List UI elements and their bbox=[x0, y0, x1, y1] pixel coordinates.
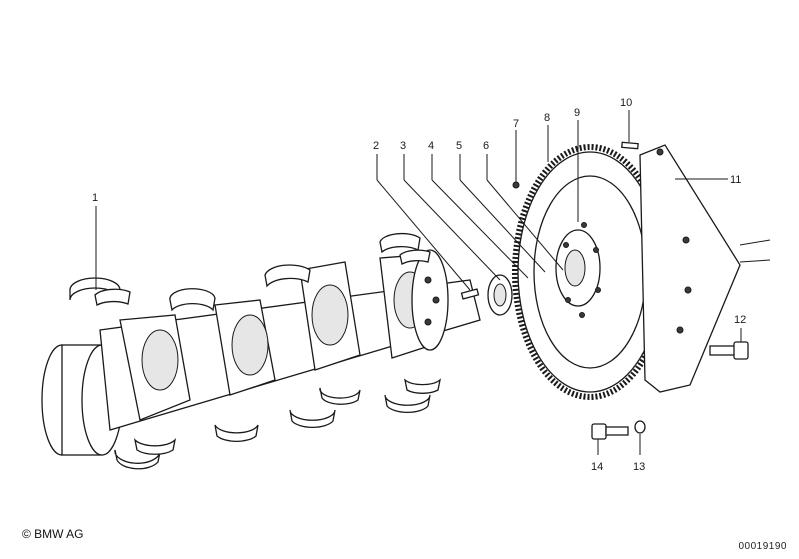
label-1: 1 bbox=[92, 192, 98, 204]
document-id: 00019190 bbox=[738, 541, 787, 552]
label-9: 9 bbox=[574, 107, 580, 119]
crankshaft bbox=[41, 249, 481, 456]
leader-lines bbox=[95, 110, 742, 455]
label-11: 11 bbox=[730, 174, 741, 186]
cover-plate bbox=[639, 144, 771, 393]
copyright-notice: © BMW AG bbox=[22, 527, 84, 541]
label-13: 13 bbox=[633, 461, 645, 473]
label-7: 7 bbox=[513, 118, 519, 130]
label-5: 5 bbox=[456, 140, 462, 152]
washer-13 bbox=[634, 420, 646, 434]
guide-pin bbox=[621, 141, 639, 150]
label-6: 6 bbox=[483, 140, 489, 152]
flywheel bbox=[512, 144, 668, 400]
callout-labels: 1 2 3 4 5 6 7 8 9 10 11 12 13 14 bbox=[92, 97, 746, 473]
bolt-12 bbox=[709, 341, 749, 360]
label-3: 3 bbox=[400, 140, 406, 152]
label-4: 4 bbox=[428, 140, 434, 152]
label-8: 8 bbox=[544, 112, 550, 124]
bolt-14 bbox=[591, 423, 629, 440]
bearing-shells-lower bbox=[114, 378, 441, 470]
label-2: 2 bbox=[373, 140, 379, 152]
label-14: 14 bbox=[591, 461, 603, 473]
label-10: 10 bbox=[620, 97, 632, 109]
label-12: 12 bbox=[734, 314, 746, 326]
bearing-shells-upper bbox=[69, 232, 431, 312]
